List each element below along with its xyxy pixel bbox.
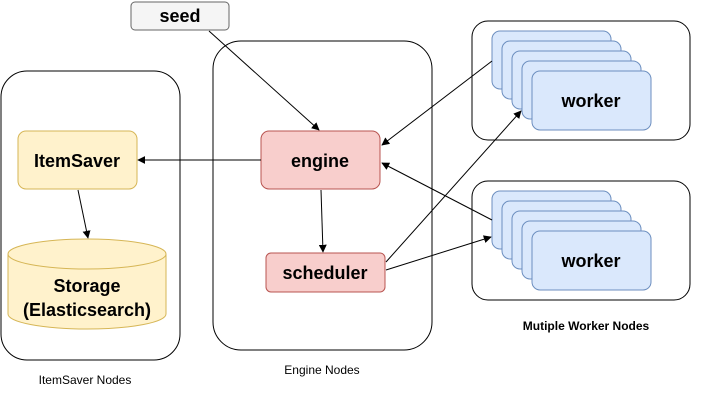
engine-nodes-caption: Engine Nodes [284,363,359,377]
worker-stack-top [491,30,652,131]
scheduler-box [265,252,386,293]
worker-stack-bottom [491,190,652,291]
arrow-scheduler-to-worker-top [385,110,522,263]
storage-cylinder [7,238,167,330]
itemsaver-nodes-caption: ItemSaver Nodes [39,373,132,387]
seed-box [130,1,230,31]
arrow-engine-to-scheduler [318,189,327,253]
itemsaver-box [17,130,138,190]
itemsaver-label: ItemSaver [34,151,120,171]
storage-label-line2: (Elasticsearch) [23,300,151,320]
worker-top-label: worker [560,91,620,111]
engine-nodes-container [212,40,433,351]
arrow-worker-top-to-engine [381,60,493,146]
scheduler-label: scheduler [282,263,367,283]
arrow-scheduler-to-worker-bottom [385,235,492,271]
arrow-itemsaver-to-storage [77,189,91,239]
arrow-worker-bottom-to-engine [381,162,493,221]
arrow-seed-to-engine [208,30,320,131]
storage-label-line1: Storage [53,276,120,296]
seed-label: seed [159,6,200,26]
worker-bottom-label: worker [560,251,620,271]
engine-label: engine [291,151,349,171]
worker-nodes-caption: Mutiple Worker Nodes [523,319,650,333]
